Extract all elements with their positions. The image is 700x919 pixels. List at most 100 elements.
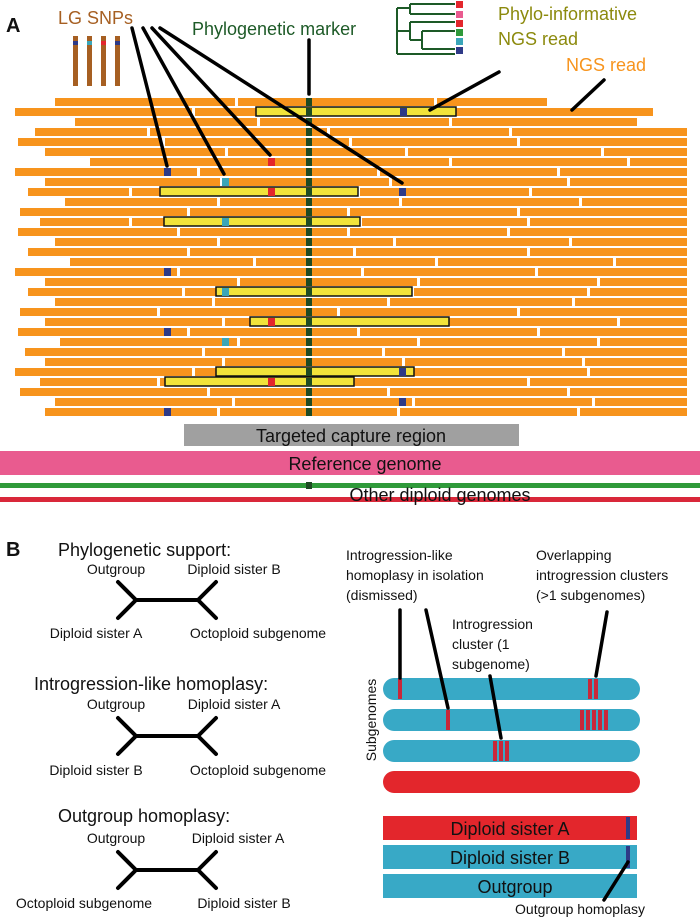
tree-bottom-right: Octoploid subgenome xyxy=(190,762,326,778)
phylogeny-tip-markers xyxy=(456,1,463,54)
phylo-informative-read xyxy=(163,216,361,227)
outgroup-homoplasy-mark-a xyxy=(626,817,630,839)
subgenome-bar-3 xyxy=(383,740,640,762)
marker-tick xyxy=(306,258,312,266)
outgroup-bar xyxy=(383,874,637,898)
snp-square xyxy=(164,168,171,176)
ngs-read xyxy=(215,298,387,306)
ngs-read xyxy=(600,338,687,346)
ngs-read xyxy=(520,308,687,316)
lg-chromosome-icon xyxy=(73,36,120,86)
ngs-read xyxy=(575,298,687,306)
ngs-read xyxy=(45,278,237,286)
diploid-sister-b-bar xyxy=(383,845,637,869)
ngs-read xyxy=(18,138,162,146)
ngs-read xyxy=(452,158,627,166)
marker-tick xyxy=(306,298,312,306)
annotation-overlap-line2: introgression clusters xyxy=(536,567,668,583)
marker-tick xyxy=(306,378,312,386)
ngs-read xyxy=(520,208,687,216)
tree-bottom-left: Diploid sister A xyxy=(50,625,143,641)
tree-top-right: Diploid sister B xyxy=(187,561,280,577)
annotation-texts: Introgression-like homoplasy in isolatio… xyxy=(346,547,668,672)
phylo-informative-read xyxy=(249,316,450,327)
marker-tick xyxy=(306,208,312,216)
marker-tick xyxy=(306,288,312,296)
snp-square xyxy=(400,108,407,116)
ngs-read xyxy=(570,178,687,186)
ngs-read xyxy=(360,188,529,196)
ngs-read xyxy=(190,208,347,216)
ngs-read xyxy=(180,228,347,236)
targeted-capture-bar xyxy=(184,424,519,446)
marker-tick xyxy=(306,308,312,316)
annotation-leader-lines xyxy=(398,608,609,740)
targeted-capture-label: Targeted capture region xyxy=(256,426,446,446)
panel-b-label: B xyxy=(6,539,20,561)
ngs-read xyxy=(150,128,327,136)
ngs-read xyxy=(530,218,687,226)
annotation-cluster-line3: subgenome) xyxy=(452,656,530,672)
marker-tick xyxy=(306,368,312,376)
tree-top-right: Diploid sister A xyxy=(192,830,285,846)
annotation-cluster-line2: cluster (1 xyxy=(452,636,510,652)
panel-a-label: A xyxy=(6,15,20,37)
tree-bottom-right: Diploid sister B xyxy=(197,895,290,911)
ngs-read xyxy=(530,378,687,386)
ngs-read xyxy=(438,258,613,266)
annotation-overlap-line1: Overlapping xyxy=(536,547,612,563)
marker-tick xyxy=(306,178,312,186)
snp-square xyxy=(164,408,171,416)
ngs-read xyxy=(28,248,187,256)
ngs-read xyxy=(396,238,569,246)
marker-tick xyxy=(306,318,312,326)
ngs-read xyxy=(40,218,129,226)
subgenome-bar-4 xyxy=(383,771,640,793)
ngs-read xyxy=(532,188,687,196)
phylo-informative-read xyxy=(215,366,415,377)
ngs-read xyxy=(408,148,601,156)
ngs-read xyxy=(60,338,237,346)
ngs-read xyxy=(405,358,582,366)
phylogeny-tree-icon xyxy=(396,3,455,55)
ngs-read xyxy=(590,368,687,376)
ngs-read xyxy=(45,178,220,186)
reference-genome-bar xyxy=(0,451,700,475)
ngs-reads xyxy=(15,98,687,416)
marker-tick xyxy=(306,238,312,246)
ngs-read xyxy=(225,358,402,366)
ngs-read xyxy=(28,288,182,296)
diploid-marker-tick xyxy=(306,482,312,489)
ngs-read xyxy=(235,398,412,406)
snp-square xyxy=(164,268,171,276)
ngs-read xyxy=(360,328,537,336)
annotation-cluster-line1: Introgression xyxy=(452,616,533,632)
ngs-read xyxy=(40,378,157,386)
ngs-read xyxy=(35,128,147,136)
ngs-read xyxy=(45,358,222,366)
ngs-read xyxy=(256,258,435,266)
subgenome-chromosomes xyxy=(383,678,640,793)
snp-square xyxy=(222,218,229,226)
ngs-read xyxy=(15,108,192,116)
ngs-read xyxy=(420,278,597,286)
ngs-read xyxy=(70,258,253,266)
marker-tick xyxy=(306,128,312,136)
ngs-read xyxy=(565,348,687,356)
ngs-read xyxy=(352,138,517,146)
marker-tick xyxy=(306,338,312,346)
ngs-read xyxy=(190,248,353,256)
tree-phylogenetic-support: Phylogenetic support: Outgroup Diploid s… xyxy=(50,540,327,641)
ngs-read xyxy=(330,128,509,136)
ngs-read xyxy=(402,198,579,206)
snp-square xyxy=(268,158,275,166)
ngs-read xyxy=(604,148,687,156)
ngs-read xyxy=(28,188,129,196)
phylogenetic-marker-label: Phylogenetic marker xyxy=(192,19,356,39)
snp-square xyxy=(222,288,229,296)
diploid-sister-a-bar xyxy=(383,816,637,840)
marker-tick xyxy=(306,148,312,156)
ngs-read xyxy=(15,168,197,176)
ngs-read xyxy=(25,348,202,356)
snp-square xyxy=(222,338,229,346)
